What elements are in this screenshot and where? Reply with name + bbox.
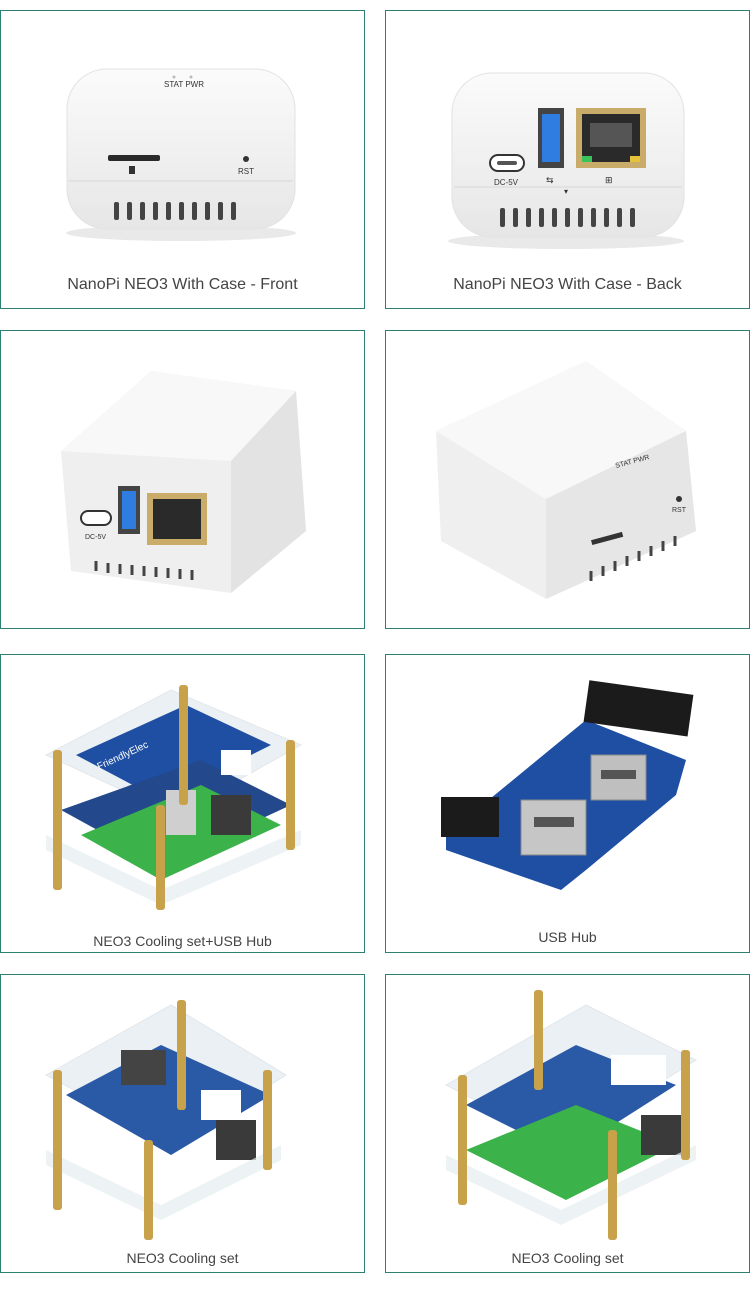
product-card-usb-hub: USB Hub (385, 654, 750, 953)
usb-hub-image (441, 680, 694, 890)
caption-cooling-b: NEO3 Cooling set (511, 1250, 624, 1266)
dc-5v-label: DC-5V (494, 178, 519, 187)
product-card-cooling-b: NEO3 Cooling set (385, 974, 750, 1273)
cooling-set-a-image (44, 1000, 287, 1240)
rst-label-angle: RST (672, 507, 687, 514)
product-card-cooling-usb: FriendlyElec NEO3 Cooling set+USB Hub (0, 654, 365, 953)
product-card-cooling-a: NEO3 Cooling set (0, 974, 365, 1273)
caption-cooling-a: NEO3 Cooling set (126, 1250, 239, 1266)
dc-5v-label-angle: DC-5V (85, 534, 106, 541)
svg-text:⊞: ⊞ (605, 176, 613, 186)
case-back-image: DC-5V ⇆ ⊞ ▾ (448, 72, 685, 249)
rst-label: RST (238, 167, 254, 176)
case-angle-left-image: DC-5V (61, 371, 306, 593)
cooling-set-b-image (444, 990, 698, 1240)
case-angle-right-image: STAT PWR RST (436, 361, 696, 599)
caption-usb-hub: USB Hub (538, 929, 597, 945)
stat-pwr-label: STAT PWR (164, 80, 204, 89)
product-card-front: STAT PWR RST NanoPi NEO3 With Case - Fro… (0, 10, 365, 309)
caption-front: NanoPi NEO3 With Case - Front (67, 276, 298, 293)
cooling-usb-image: FriendlyElec (44, 685, 303, 910)
product-card-angle-right: STAT PWR RST (385, 330, 750, 629)
svg-text:▾: ▾ (564, 187, 568, 196)
product-card-back: DC-5V ⇆ ⊞ ▾ NanoPi NEO3 With Case - Back (385, 10, 750, 309)
case-front-image: STAT PWR RST (66, 68, 296, 241)
svg-text:⇆: ⇆ (546, 176, 554, 186)
caption-back: NanoPi NEO3 With Case - Back (453, 276, 682, 293)
product-card-angle-left: DC-5V (0, 330, 365, 629)
caption-cooling-usb: NEO3 Cooling set+USB Hub (93, 933, 272, 949)
